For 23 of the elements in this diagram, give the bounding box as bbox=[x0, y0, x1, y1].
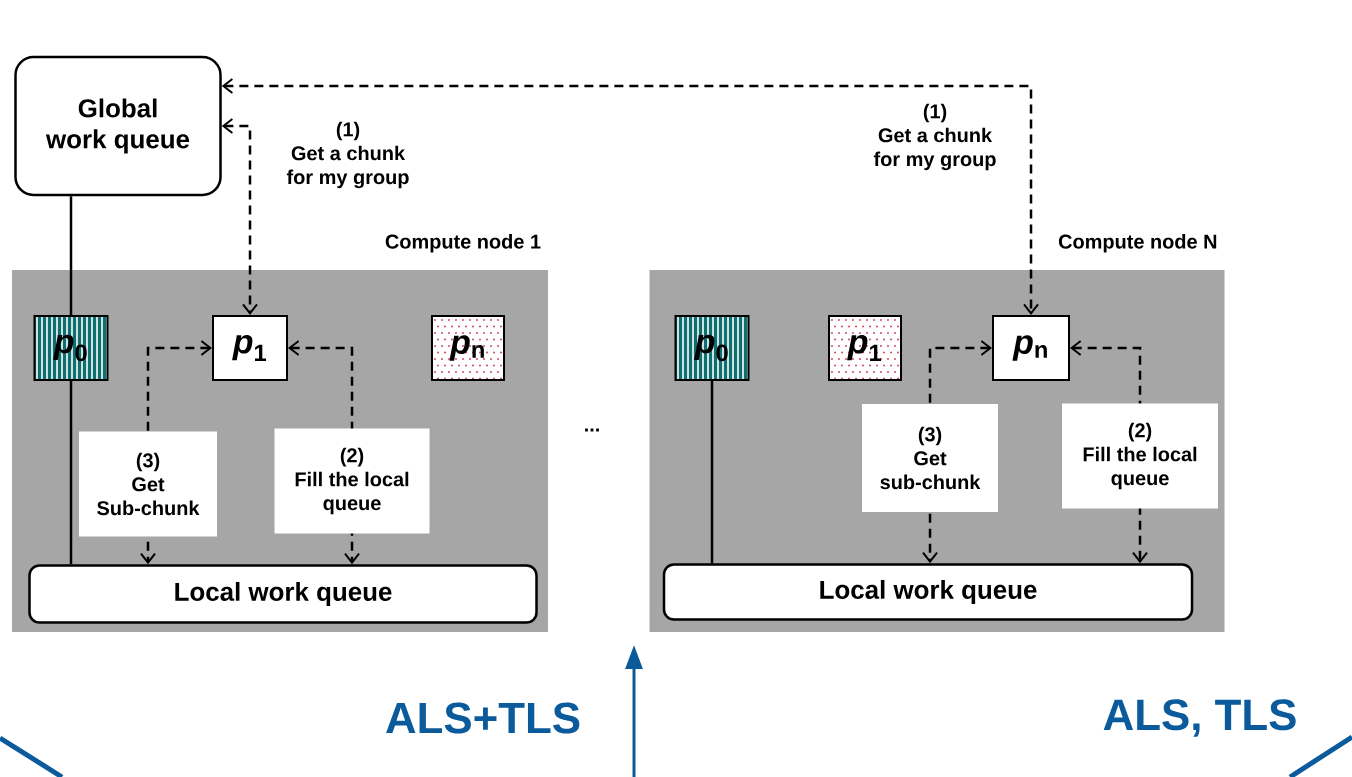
connector-line bbox=[69, 381, 73, 565]
connector-line bbox=[710, 381, 714, 564]
edge-label: (1) Get a chunk for my group bbox=[263, 117, 433, 193]
process-box: p$_{n}$ bbox=[431, 315, 505, 381]
queue-box: Local work queue bbox=[662, 563, 1194, 621]
connector-line bbox=[69, 196, 73, 315]
edge-label: (2) Fill the local queue bbox=[1062, 403, 1218, 509]
edge-label: (3) Get sub-chunk bbox=[862, 404, 998, 512]
edge-label: (2) Fill the local queue bbox=[274, 428, 430, 534]
edge-label: (1) Get a chunk for my group bbox=[850, 99, 1020, 175]
dashed-arrow bbox=[221, 78, 1039, 315]
annotation-text: ALS, TLS bbox=[1103, 699, 1296, 737]
annotation-text: ALS+TLS bbox=[386, 702, 580, 734]
node-label: Compute node 1 bbox=[385, 234, 541, 253]
process-box: p$_{1}$ bbox=[828, 315, 902, 381]
node-label: Compute node N bbox=[1058, 234, 1217, 253]
queue-box: Local work queue bbox=[28, 564, 538, 624]
queue-box: Global work queue bbox=[14, 55, 222, 197]
process-box: p$_{1}$ bbox=[212, 315, 288, 381]
dashed-arrow bbox=[221, 118, 258, 315]
edge-label: (3) Get Sub-chunk bbox=[79, 431, 217, 537]
process-box: p$_{n}$ bbox=[992, 315, 1070, 381]
text-label: ... bbox=[585, 428, 599, 432]
